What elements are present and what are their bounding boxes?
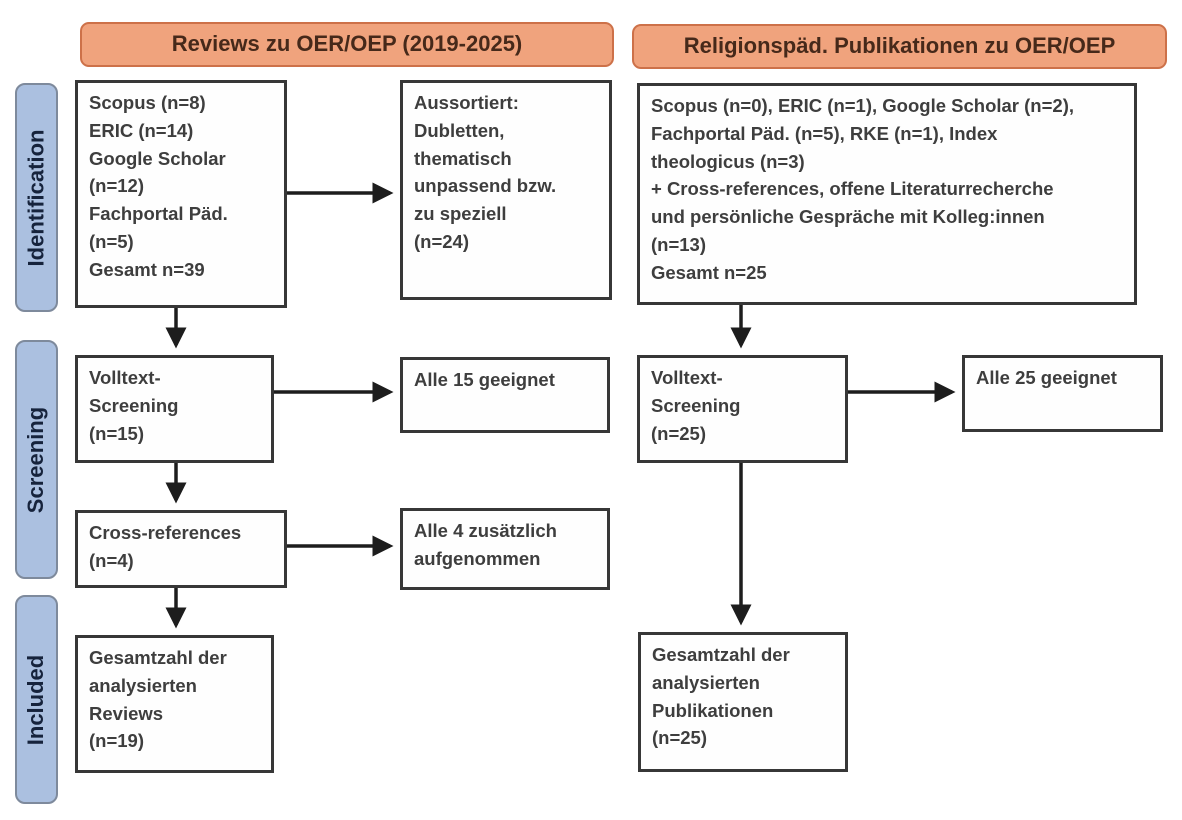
box-left-all-suitable: Alle 15 geeignet xyxy=(400,357,610,433)
box-right-identification-sources: Scopus (n=0), ERIC (n=1), Google Scholar… xyxy=(637,83,1137,305)
stage-label-identification-text: Identification xyxy=(23,129,49,266)
box-left-all-added: Alle 4 zusätzlich aufgenommen xyxy=(400,508,610,590)
stage-label-screening-text: Screening xyxy=(23,406,49,513)
box-right-fulltext-screening: Volltext- Screening (n=25) xyxy=(637,355,848,463)
box-left-fulltext-screening: Volltext- Screening (n=15) xyxy=(75,355,274,463)
box-right-total-publications: Gesamtzahl der analysierten Publikatione… xyxy=(638,632,848,772)
box-left-identification-sources: Scopus (n=8) ERIC (n=14) Google Scholar … xyxy=(75,80,287,308)
box-right-all-suitable: Alle 25 geeignet xyxy=(962,355,1163,432)
stage-label-screening: Screening xyxy=(15,340,58,579)
stage-label-identification: Identification xyxy=(15,83,58,312)
stage-label-included-text: Included xyxy=(23,654,49,745)
column-header-reviews: Reviews zu OER/OEP (2019-2025) xyxy=(80,22,614,67)
stage-label-included: Included xyxy=(15,595,58,804)
column-header-religionspaed: Religionspäd. Publikationen zu OER/OEP xyxy=(632,24,1167,69)
box-left-excluded: Aussortiert: Dubletten, thematisch unpas… xyxy=(400,80,612,300)
box-left-cross-references: Cross-references (n=4) xyxy=(75,510,287,588)
box-left-total-reviews: Gesamtzahl der analysierten Reviews (n=1… xyxy=(75,635,274,773)
